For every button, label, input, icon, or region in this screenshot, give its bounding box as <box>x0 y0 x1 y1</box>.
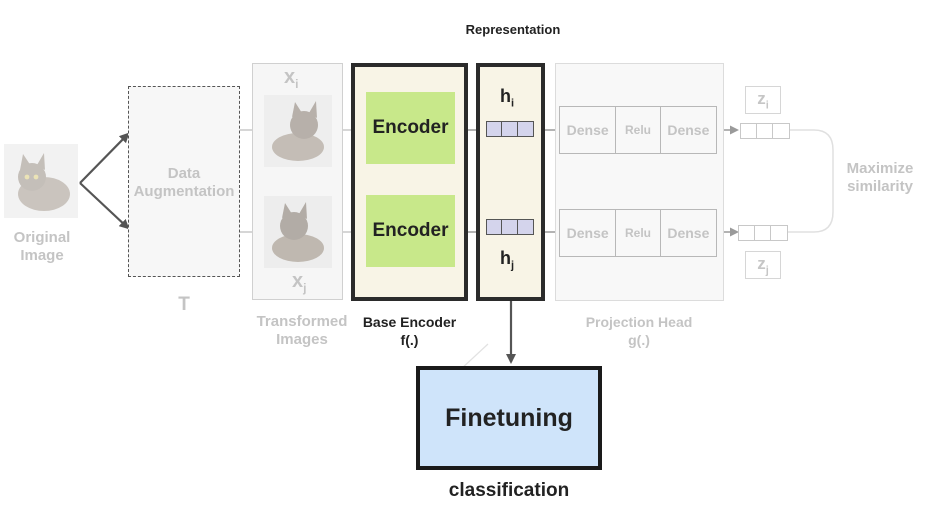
dense-bottom-1: Dense <box>560 210 617 256</box>
finetuning-box: Finetuning <box>416 366 602 470</box>
zj-label: zj <box>745 251 781 279</box>
xi-label: xi <box>284 66 299 91</box>
hi-vector <box>486 121 534 137</box>
transformed-cat-bottom <box>264 196 332 268</box>
encoder-bottom: Encoder <box>366 195 455 267</box>
projection-bottom-row: Dense Relu Dense <box>559 209 717 257</box>
representation-title: Representation <box>465 22 561 37</box>
dense-top-1: Dense <box>560 107 617 153</box>
projection-top-row: Dense Relu Dense <box>559 106 717 154</box>
classification-label: classification <box>448 480 570 501</box>
dense-top-2: Dense <box>667 122 710 138</box>
relu-top: Relu <box>616 107 661 153</box>
transformed-images-panel <box>252 63 343 300</box>
transformed-cat-top <box>264 95 332 167</box>
encoder-top: Encoder <box>366 92 455 164</box>
similarity-bracket <box>788 129 834 233</box>
cat-picture-top <box>264 95 332 167</box>
split-arrow-top <box>79 132 130 184</box>
projection-head-panel <box>555 63 724 301</box>
representation-panel <box>476 63 545 301</box>
cat-picture-bottom <box>264 196 332 268</box>
zi-vector <box>740 123 790 139</box>
cat-picture-original <box>4 144 78 218</box>
zj-vector <box>738 225 788 241</box>
zi-label: zi <box>745 86 781 114</box>
dense-bottom-2: Dense <box>667 225 710 241</box>
transform-symbol: T <box>178 294 190 315</box>
relu-bottom: Relu <box>616 210 661 256</box>
hj-label: hj <box>500 248 515 272</box>
hi-label: hi <box>500 86 515 110</box>
xj-label: xj <box>292 270 307 295</box>
split-arrow-bottom <box>79 182 130 230</box>
original-cat-image <box>4 144 78 218</box>
hj-vector <box>486 219 534 235</box>
